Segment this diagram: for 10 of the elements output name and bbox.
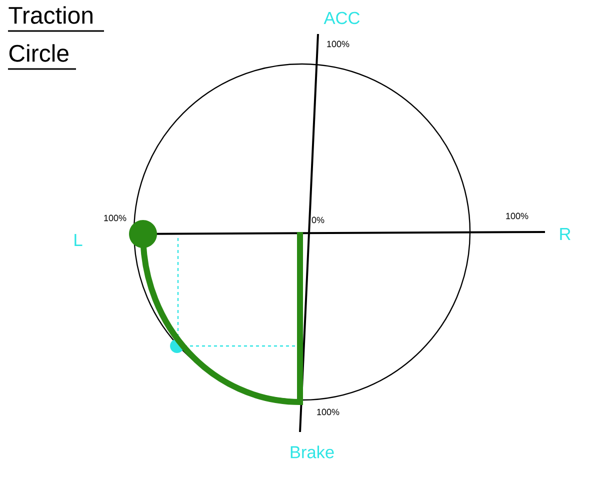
percent-label: 0%	[312, 216, 324, 224]
title: Traction Circle	[8, 6, 104, 70]
percent-label: 100%	[506, 212, 528, 220]
axis-label: Brake	[290, 446, 334, 458]
axis-label: ACC	[324, 12, 360, 24]
axis-label: L	[74, 234, 82, 246]
percent-label: 100%	[327, 40, 350, 48]
axis-label: R	[560, 228, 570, 240]
percent-label: 100%	[317, 408, 340, 416]
percent-label: 100%	[104, 214, 126, 222]
